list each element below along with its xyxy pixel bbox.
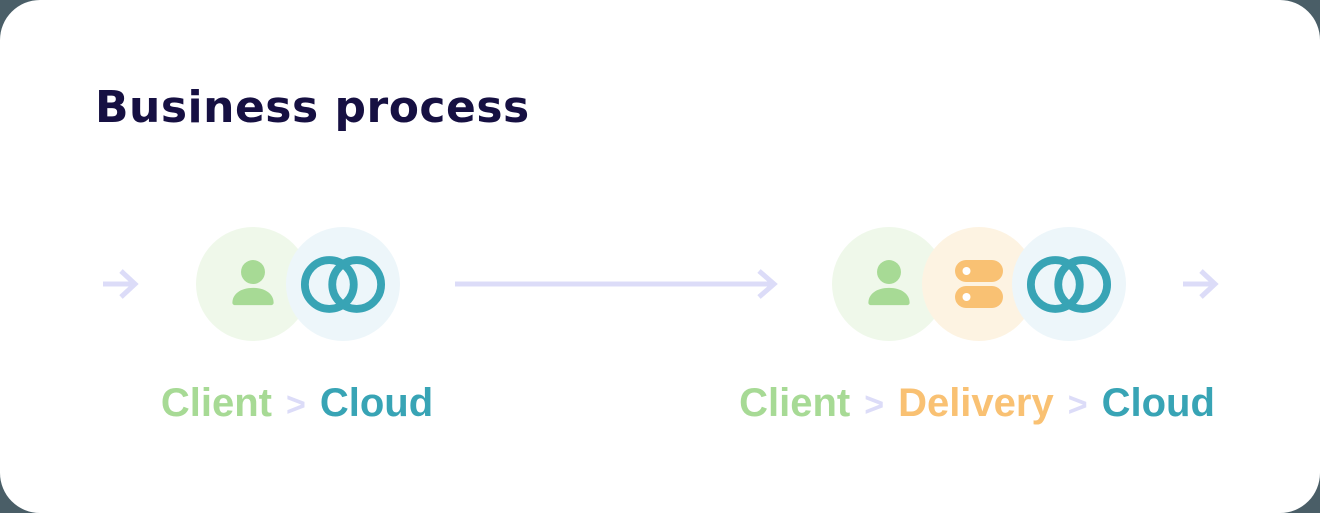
stage-client-cloud	[196, 227, 400, 341]
caption-client: Client	[739, 381, 851, 425]
stage-caption-client-cloud: Client > Cloud	[97, 381, 497, 426]
stage-caption-client-delivery-cloud: Client > Delivery > Cloud	[727, 381, 1227, 426]
chevron-separator: >	[864, 386, 885, 424]
arrow-right-icon	[101, 266, 141, 302]
caption-cloud: Cloud	[1101, 381, 1215, 425]
caption-client: Client	[160, 381, 272, 425]
person-icon	[866, 260, 912, 308]
chevron-separator: >	[285, 386, 306, 424]
cloud-node	[286, 227, 400, 341]
stage-client-delivery-cloud	[832, 227, 1126, 341]
person-icon	[230, 260, 276, 308]
cloud-node	[1012, 227, 1126, 341]
arrow-right-icon	[1181, 266, 1221, 302]
arrow-right-icon	[453, 266, 779, 302]
overlapping-rings-icon	[300, 255, 386, 314]
caption-cloud: Cloud	[319, 381, 434, 425]
page-title: Business process	[95, 82, 530, 133]
caption-delivery: Delivery	[898, 381, 1054, 425]
server-icon	[954, 258, 1004, 310]
chevron-separator: >	[1067, 386, 1088, 424]
overlapping-rings-icon	[1026, 255, 1112, 314]
